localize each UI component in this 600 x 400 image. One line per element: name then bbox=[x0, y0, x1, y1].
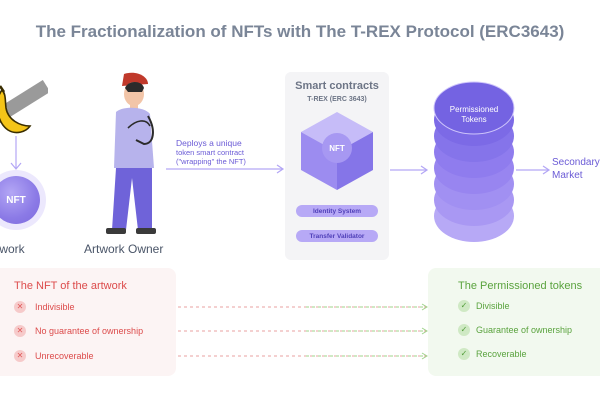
identity-system-pill: Identity System bbox=[296, 205, 378, 217]
check-icon: ✓ bbox=[458, 300, 470, 312]
secondary-line-2: Market bbox=[552, 170, 583, 181]
nft-hexagon-cube-icon: NFT bbox=[301, 112, 373, 190]
nft-property-item: ✕ Indivisible bbox=[14, 300, 75, 314]
nft-properties-panel bbox=[0, 268, 176, 376]
artwork-owner-label: Artwork Owner bbox=[84, 242, 164, 256]
smart-contracts-title: Smart contracts bbox=[295, 80, 379, 92]
hexcube-nft-label: NFT bbox=[329, 144, 345, 153]
permissioned-token-stack bbox=[433, 81, 515, 242]
nft-property-item: ✕ Unrecoverable bbox=[14, 349, 94, 363]
tokens-line-2: Tokens bbox=[461, 115, 487, 124]
check-icon: ✓ bbox=[458, 348, 470, 360]
nft-property-text: No guarantee of ownership bbox=[35, 326, 144, 336]
deploy-line-1: Deploys a unique bbox=[176, 138, 242, 148]
permissioned-property-text: Divisible bbox=[476, 301, 510, 311]
permissioned-panel-title: The Permissioned tokens bbox=[458, 280, 583, 292]
nft-property-item: ✕ No guarantee of ownership bbox=[14, 324, 143, 338]
transfer-validator-pill: Transfer Validator bbox=[296, 230, 378, 242]
artwork-label: Artwork bbox=[0, 242, 25, 256]
tokens-line-1: Permissioned bbox=[449, 105, 499, 114]
check-icon: ✓ bbox=[458, 324, 470, 336]
permissioned-properties-panel bbox=[428, 268, 600, 376]
deploy-line-3: ("wrapping" the NFT) bbox=[176, 157, 246, 166]
nft-property-text: Indivisible bbox=[35, 302, 75, 312]
contract-to-tokens-arrow-icon bbox=[390, 165, 429, 175]
x-icon: ✕ bbox=[14, 325, 26, 337]
deploy-line-2: token smart contract bbox=[176, 148, 244, 157]
nft-panel-title: The NFT of the artwork bbox=[14, 280, 127, 292]
permissioned-tokens-label: Permissioned Tokens bbox=[434, 105, 514, 125]
nft-token-label: NFT bbox=[6, 194, 26, 206]
permissioned-property-item: ✓ Divisible bbox=[458, 299, 510, 313]
comparison-dashed-arrow bbox=[178, 327, 428, 335]
comparison-dashed-arrow bbox=[178, 352, 428, 360]
permissioned-property-text: Recoverable bbox=[476, 349, 527, 359]
deploy-arrow-icon bbox=[166, 164, 285, 174]
diagram-title: The Fractionalization of NFTs with The T… bbox=[35, 22, 565, 41]
permissioned-property-item: ✓ Recoverable bbox=[458, 347, 527, 361]
secondary-line-1: Secondary bbox=[552, 157, 600, 168]
down-arrow-icon bbox=[10, 136, 22, 170]
banana-artwork-icon bbox=[0, 80, 48, 134]
permissioned-property-text: Guarantee of ownership bbox=[476, 325, 573, 335]
secondary-market-label: Secondary Market bbox=[552, 156, 600, 182]
x-icon: ✕ bbox=[14, 301, 26, 313]
x-icon: ✕ bbox=[14, 350, 26, 362]
secondary-market-arrow-icon bbox=[516, 165, 551, 175]
nft-property-text: Unrecoverable bbox=[35, 351, 94, 361]
permissioned-property-item: ✓ Guarantee of ownership bbox=[458, 323, 572, 337]
artwork-owner-illustration bbox=[106, 72, 156, 234]
smart-contracts-subtitle: T-REX (ERC 3643) bbox=[307, 96, 367, 103]
nft-token-circle: NFT bbox=[0, 176, 40, 224]
comparison-dashed-arrow bbox=[178, 303, 428, 311]
deploy-annotation: Deploys a unique token smart contract ("… bbox=[176, 138, 286, 166]
